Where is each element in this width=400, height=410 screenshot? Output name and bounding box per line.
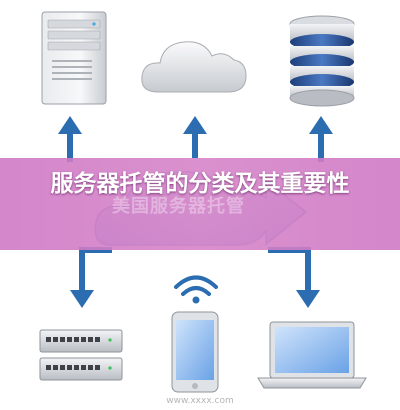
server-tower-icon	[41, 11, 107, 105]
database-icon	[289, 15, 355, 107]
smartphone-icon	[171, 311, 219, 393]
network-switch-icon	[39, 329, 123, 381]
arrow-up-right	[309, 116, 333, 162]
page-title: 服务器托管的分类及其重要性	[50, 171, 350, 197]
cloud-icon	[141, 41, 247, 93]
title-banner	[0, 158, 400, 250]
banner-background-text: 美国服务器托管	[112, 196, 245, 217]
laptop-icon	[257, 321, 367, 389]
arrow-up-center	[183, 116, 207, 158]
wifi-icon	[174, 275, 218, 304]
watermark-text: www.xxxx.com	[166, 396, 234, 406]
arrow-down-right	[268, 247, 320, 308]
arrow-down-left	[70, 247, 112, 308]
arrow-up-left	[58, 116, 82, 162]
